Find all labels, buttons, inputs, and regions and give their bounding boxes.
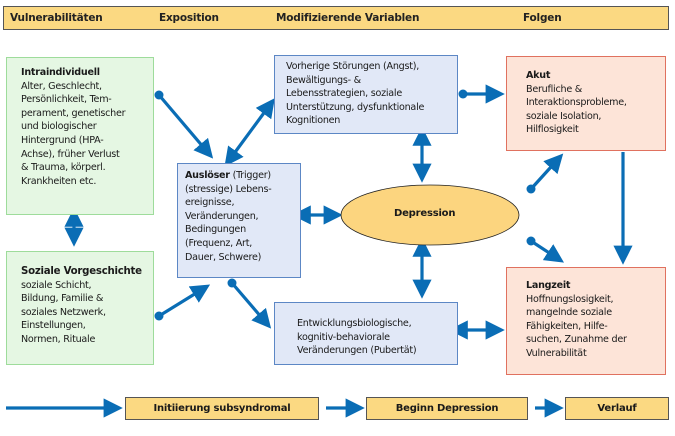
header-consequences: Folgen — [523, 12, 562, 24]
box-trigger: Auslöser (Trigger) (stressige) Lebens- e… — [177, 163, 301, 278]
trigger-body: (stressige) Lebens- ereignisse, Veränder… — [185, 183, 272, 263]
prior-disorders-body: Vorherige Störungen (Angst), Bewältigung… — [286, 61, 425, 127]
arrow-intraindividuell-to-trigger — [154, 90, 214, 159]
intraindividuell-title: Intraindividuell — [21, 67, 100, 78]
timeline-stage-course: Verlauf — [565, 397, 669, 420]
arrow-trigger-vorherige — [224, 98, 275, 167]
header-vulnerabilities: Vulnerabilitäten — [10, 12, 103, 24]
arrow-soziale-to-trigger — [154, 284, 211, 321]
longterm-title: Langzeit — [526, 280, 571, 291]
box-soziale-vorgeschichte: Soziale Vorgeschichte soziale Schicht, B… — [6, 251, 154, 365]
box-longterm: Langzeit Hoffnungslosigkeit, mangelnde s… — [506, 267, 666, 375]
box-developmental: Entwicklungsbiologische, kognitiv-behavi… — [274, 302, 458, 365]
soziale-body: soziale Schicht, Bildung, Familie & sozi… — [21, 279, 106, 345]
acute-body: Berufliche & Interaktionsprobleme, sozia… — [526, 83, 627, 136]
depression-label: Depression — [394, 208, 456, 219]
arrow-depression-to-langzeit — [526, 236, 565, 263]
timeline-stage-onset: Beginn Depression — [366, 397, 528, 420]
arrow-vorherige-to-akut — [458, 84, 505, 104]
box-acute: Akut Berufliche & Interaktionsprobleme, … — [506, 56, 666, 151]
arrow-depression-to-akut — [526, 153, 564, 194]
box-prior-disorders: Vorherige Störungen (Angst), Bewältigung… — [274, 55, 458, 134]
header-modifying-variables: Modifizierende Variablen — [276, 12, 420, 24]
arrow-trigger-to-entwicklung — [227, 278, 272, 329]
intraindividuell-body: Alter, Geschlecht, Persönlichkeit, Tem- … — [21, 80, 126, 187]
header-exposition: Exposition — [159, 12, 219, 24]
column-header-bar: Vulnerabilitäten Exposition Modifizieren… — [3, 6, 669, 30]
trigger-title: Auslöser — [185, 170, 230, 181]
longterm-body: Hoffnungslosigkeit, mangelnde soziale Fä… — [526, 293, 627, 359]
timeline-stage-initiation: Initiierung subsyndromal — [125, 397, 319, 420]
soziale-title: Soziale Vorgeschichte — [21, 266, 142, 277]
acute-title: Akut — [526, 70, 551, 81]
depression-ellipse — [340, 184, 520, 246]
box-intraindividuell: Intraindividuell Alter, Geschlecht, Pers… — [6, 57, 154, 215]
trigger-title-suffix: (Trigger) — [229, 170, 272, 181]
developmental-body: Entwicklungsbiologische, kognitiv-behavi… — [297, 318, 417, 357]
